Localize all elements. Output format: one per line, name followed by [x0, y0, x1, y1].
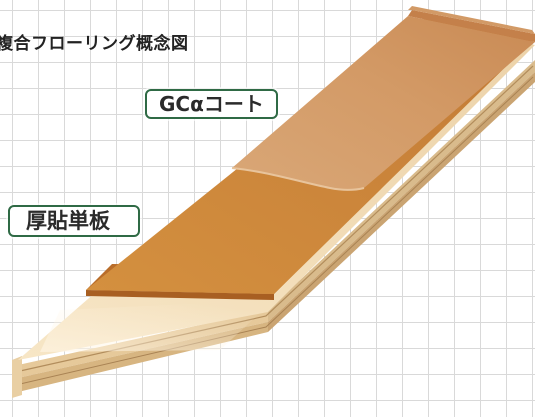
label-thick-veneer-text: 厚貼単板	[26, 209, 110, 233]
label-gc-alpha-coat: GCαコート	[145, 89, 278, 119]
diagram-title: 複合フローリング概念図	[0, 34, 189, 54]
label-gc-alpha-coat-text: GCαコート	[159, 92, 264, 116]
coat-layer	[231, 6, 535, 191]
label-thick-veneer: 厚貼単板	[8, 205, 140, 237]
